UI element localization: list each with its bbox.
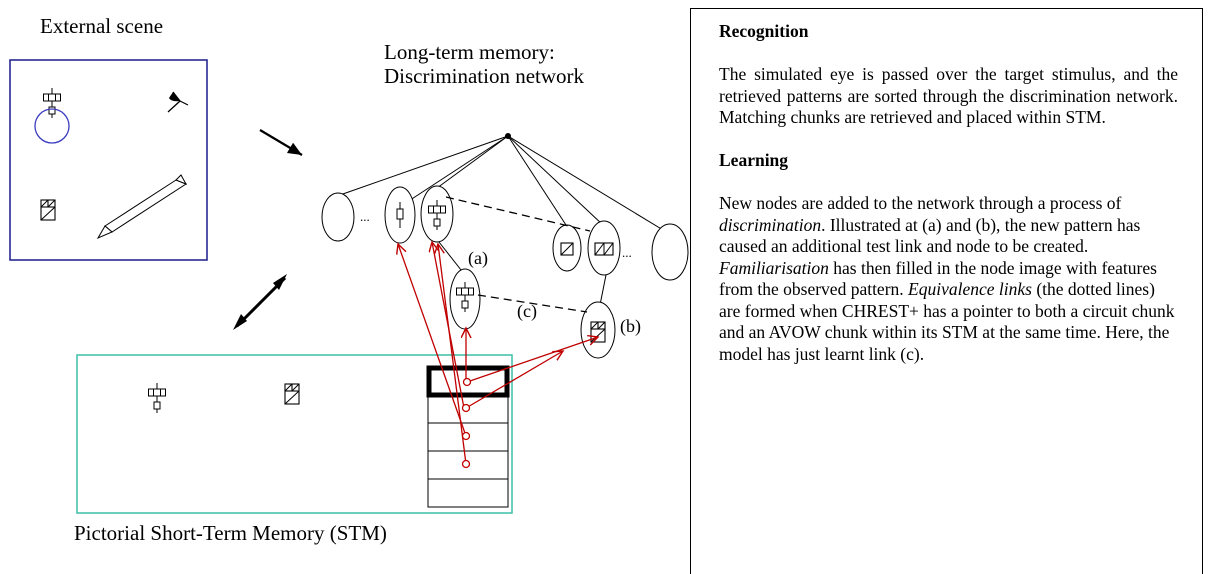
chrest-diagram <box>9 59 689 514</box>
ellipsis-left: ... <box>360 209 370 224</box>
learning-heading: Learning <box>719 150 789 170</box>
external-scene-label: External scene <box>40 14 164 38</box>
recognition-text: The simulated eye is passed over the tar… <box>719 64 1178 127</box>
mark-c: (c) <box>517 301 537 321</box>
mark-a: (a) <box>468 248 488 268</box>
explanation-panel: Recognition The simulated eye is passed … <box>690 8 1203 574</box>
stm-circuit-chunk <box>148 382 166 414</box>
avow-icon <box>40 199 56 221</box>
stm-box <box>76 354 513 514</box>
ellipsis-right: ... <box>622 245 632 260</box>
learning-text: New nodes are added to the network throu… <box>719 193 1175 364</box>
external-scene-box <box>9 59 208 261</box>
eye-icon <box>167 91 189 113</box>
scene-to-ltm-arrow <box>259 129 303 156</box>
recognition-heading: Recognition <box>719 21 809 41</box>
stm-pointers <box>398 242 598 469</box>
stm-avow-chunk <box>284 383 300 405</box>
mark-b: (b) <box>620 316 641 336</box>
ltm-label-line2: Discrimination network <box>384 64 585 88</box>
stm-label: Pictorial Short-Term Memory (STM) <box>74 521 387 545</box>
stm-scene-double-arrow <box>233 274 287 330</box>
ltm-label-line1: Long-term memory: <box>384 40 555 64</box>
pencil-icon <box>96 174 188 240</box>
eye-focus-circle <box>34 108 70 144</box>
circuit-icon <box>43 87 61 119</box>
